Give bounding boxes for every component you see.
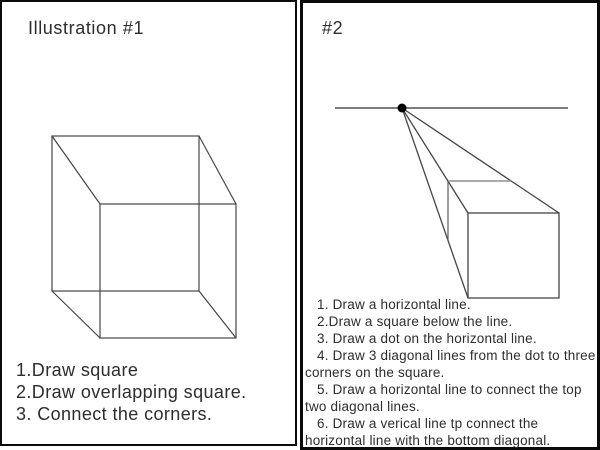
instruction-step: 4. Draw 3 diagonal lines from the dot to… (305, 348, 596, 380)
vanishing-point-dot (397, 103, 407, 113)
front-square (467, 212, 560, 299)
instruction-step: 1. Draw a horizontal line. (317, 297, 471, 312)
right-panel-instructions: 1. Draw a horizontal line. 2.Draw a squa… (305, 296, 596, 449)
left-panel-instructions: 1.Draw square 2.Draw overlapping square.… (16, 359, 288, 425)
left-panel-title: Illustration #1 (28, 18, 145, 38)
left-panel-border (0, 0, 297, 446)
instruction-step: 3. Draw a dot on the horizontal line. (317, 331, 537, 346)
cube-corner-line-top-right (198, 135, 237, 205)
instruction-step: 3. Connect the corners. (16, 404, 213, 424)
cube-corner-line-bottom-right (198, 290, 237, 339)
diagonal-to-bottom-left-corner (401, 107, 469, 299)
perspective-figure (335, 103, 568, 299)
right-panel-border (300, 0, 600, 450)
cube-corner-line-top-left (51, 135, 101, 205)
cube-front-square (99, 203, 237, 339)
instruction-step: 2.Draw overlapping square. (16, 382, 247, 402)
diagonal-to-top-right-corner (401, 107, 560, 214)
diagonal-to-top-left-corner (401, 107, 469, 214)
instruction-step: 5. Draw a horizontal line to connect the… (305, 382, 582, 414)
instruction-step: 6. Draw a verical line tp connect the ho… (305, 416, 551, 448)
instruction-step: 2.Draw a square below the line. (317, 314, 513, 329)
right-panel-title: #2 (322, 18, 344, 38)
cube-back-square (51, 135, 200, 292)
cube-figure (51, 135, 237, 339)
cube-corner-line-bottom-left (51, 290, 101, 339)
instruction-step: 1.Draw square (16, 360, 139, 380)
